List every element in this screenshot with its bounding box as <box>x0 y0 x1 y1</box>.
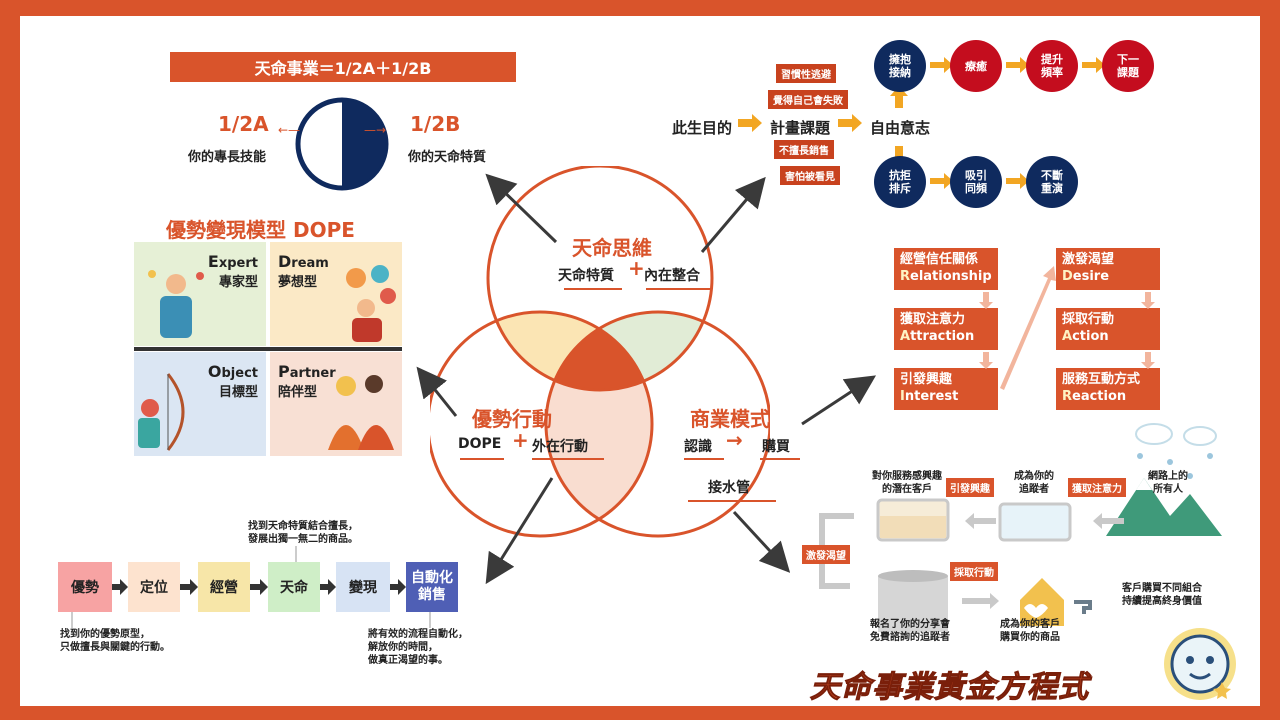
funnel-signed: 報名了你的分享會 免費諮詢的追蹤者 <box>870 619 950 643</box>
plus-icon: + <box>512 428 529 452</box>
venn-right-title: 商業模式 <box>690 407 770 431</box>
underline <box>564 288 622 290</box>
dream-figure-icon <box>346 265 396 342</box>
funnel-illustration <box>819 423 1222 632</box>
step-advantage: 優勢 <box>58 562 112 612</box>
funnel-desire-label: 激發渴望 <box>802 545 850 564</box>
underline <box>684 458 724 460</box>
steps-arrows <box>71 546 431 628</box>
canvas: 天命事業＝1/2A＋1/2B 1/2A ←— 你的專長技能 —→ 1/2B 你的… <box>20 16 1260 706</box>
mascot-icon <box>1164 628 1236 700</box>
circle-attract: 吸引 同頻 <box>950 156 1002 208</box>
venn-left-title: 優勢行動 <box>472 407 552 431</box>
step-destiny: 天命 <box>268 562 320 612</box>
archer-figure-icon <box>138 373 185 451</box>
funnel-attract-label: 獲取注意力 <box>1068 478 1126 497</box>
dope-title: 優勢變現模型 DOPE <box>166 218 355 242</box>
funnel-action-label: 採取行動 <box>950 562 998 581</box>
circle-heal: 療癒 <box>950 40 1002 92</box>
connector-arrows <box>416 173 877 585</box>
funnel-trackers: 成為你的 追蹤者 <box>1014 471 1054 495</box>
underline <box>460 458 504 460</box>
step-automation: 自動化 銷售 <box>406 562 458 612</box>
partner-figures-icon <box>328 375 394 450</box>
aida-arrows <box>979 266 1155 390</box>
circle-repeat: 不斷 重演 <box>1026 156 1078 208</box>
steps-note-top: 找到天命特質結合擅長， 發展出獨一無二的商品。 <box>248 521 358 545</box>
purpose-plan: 計畫課題 <box>770 119 831 137</box>
venn-diagram <box>430 166 770 538</box>
steps-note-bottom: 將有效的流程自動化， 解放你的時間， 做真正渴望的事。 <box>368 629 468 666</box>
funnel-all-people: 網路上的 所有人 <box>1148 471 1188 495</box>
tag-seen: 害怕被看見 <box>780 166 840 185</box>
funnel-repeat: 客戶購買不同組合 持續提高終身價值 <box>1122 583 1202 607</box>
tag-escape: 習慣性逃避 <box>776 64 836 83</box>
venn-right-left: 認識 <box>684 439 712 455</box>
half-circle-icon <box>295 97 389 191</box>
circle-next: 下一 課題 <box>1102 40 1154 92</box>
quadrant-divider-h <box>134 347 402 351</box>
venn-top-title: 天命思維 <box>572 236 652 260</box>
formula-b-desc: 你的天命特質 <box>408 150 487 165</box>
circle-resist: 抗拒 排斥 <box>874 156 926 208</box>
funnel-potential: 對你服務感興趣 的潛在客戶 <box>872 471 942 495</box>
expert-figure-icon <box>148 270 204 338</box>
funnel-interest-label: 引發興趣 <box>946 478 994 497</box>
formula-a-label: 1/2A <box>218 112 269 136</box>
tag-fail: 覺得自己會失敗 <box>768 90 848 109</box>
venn-left-left: DOPE <box>458 436 502 452</box>
arrow-right-icon: —→ <box>364 123 387 137</box>
purpose-life: 此生目的 <box>672 119 733 137</box>
underline <box>760 458 800 460</box>
underline <box>646 288 712 290</box>
underline <box>688 500 776 502</box>
plus-icon: + <box>628 256 645 280</box>
footer-title: 天命事業黃金方程式 <box>810 670 1089 706</box>
underline <box>532 458 604 460</box>
venn-right-bottom: 接水管 <box>708 480 750 496</box>
step-monetize: 變現 <box>336 562 390 612</box>
formula-banner: 天命事業＝1/2A＋1/2B <box>170 52 516 82</box>
steps-note-left: 找到你的優勢原型， 只做擅長與關鍵的行動。 <box>60 629 170 653</box>
venn-left-right: 外在行動 <box>532 439 588 455</box>
venn-top-right: 內在整合 <box>644 268 700 284</box>
formula-title: 天命事業＝1/2A＋1/2B <box>254 59 432 78</box>
arrow-right-icon: → <box>726 428 743 452</box>
venn-right-right: 購買 <box>762 439 790 455</box>
step-position: 定位 <box>128 562 180 612</box>
formula-a-desc: 你的專長技能 <box>188 150 267 165</box>
funnel-customer: 成為你的客戶 購買你的商品 <box>1000 619 1060 643</box>
arrow-left-icon: ←— <box>278 123 301 137</box>
step-operate: 經營 <box>198 562 250 612</box>
formula-b-label: 1/2B <box>410 112 461 136</box>
circle-raise: 提升 頻率 <box>1026 40 1078 92</box>
tag-sales: 不擅長銷售 <box>774 140 834 159</box>
purpose-free: 自由意志 <box>870 119 931 137</box>
venn-top-left: 天命特質 <box>558 268 614 284</box>
circle-embrace: 擁抱 接納 <box>874 40 926 92</box>
